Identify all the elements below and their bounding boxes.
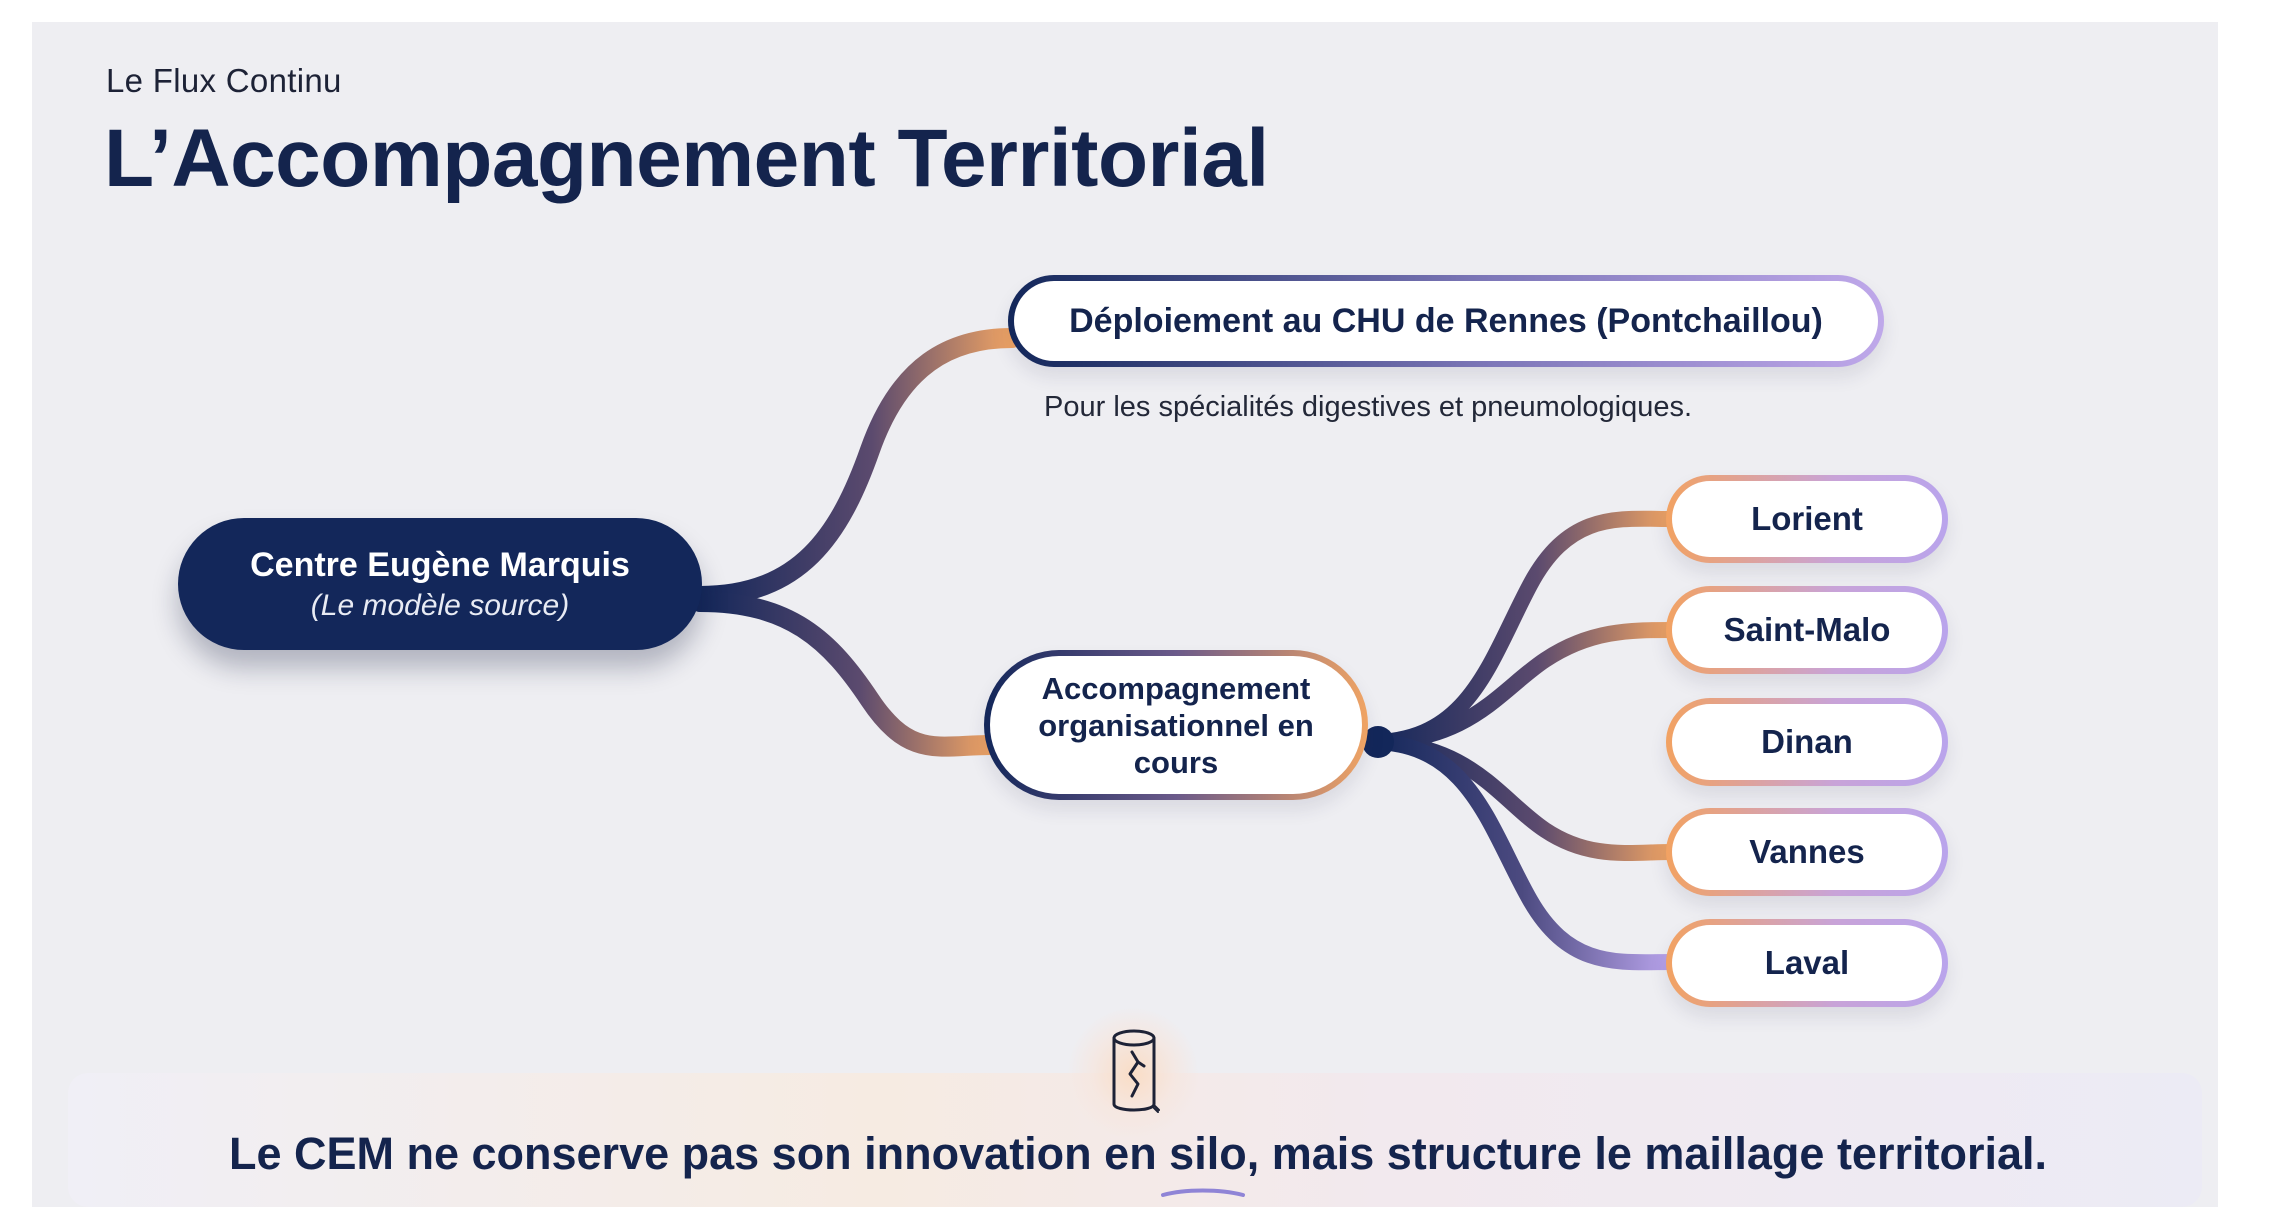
city-label: Dinan <box>1761 723 1853 760</box>
link-root-accompagnement <box>690 592 1000 757</box>
branch-node-chu-rennes: Déploiement au CHU de Rennes (Pontchaill… <box>1008 275 1884 367</box>
branch-chu-label: Déploiement au CHU de Rennes (Pontchaill… <box>1069 301 1823 340</box>
cracked-silo-icon <box>1112 1029 1160 1113</box>
branch-accompagnement-line3: cours <box>1133 744 1219 780</box>
city-node-vannes: Vannes <box>1666 808 1948 896</box>
city-label: Laval <box>1764 944 1850 981</box>
branch-chu-description: Pour les spécialités digestives et pneum… <box>1044 391 1693 423</box>
root-node-sublabel: (Le modèle source) <box>310 588 570 622</box>
city-node-dinan: Dinan <box>1666 698 1948 786</box>
root-node-centre-eugene-marquis: Centre Eugène Marquis (Le modèle source) <box>178 518 702 650</box>
eyebrow-label: Le Flux Continu <box>106 62 342 99</box>
branch-accompagnement-line2: organisationnel en <box>1038 707 1314 743</box>
branch-node-accompagnement: Accompagnement organisationnel en cours <box>984 650 1368 800</box>
city-node-saint-malo: Saint-Malo <box>1666 586 1948 674</box>
city-label: Lorient <box>1751 500 1863 537</box>
link-to-saint-malo <box>1364 622 1680 750</box>
hub-dot <box>1362 726 1394 758</box>
conclusion-text: Le CEM ne conserve pas son innovation en… <box>228 1128 2048 1179</box>
right-margin <box>2218 22 2276 1207</box>
branch-accompagnement-line1: Accompagnement <box>1041 670 1311 706</box>
city-label: Vannes <box>1749 833 1865 870</box>
city-label: Saint-Malo <box>1723 611 1891 648</box>
link-root-chu <box>690 328 1022 606</box>
link-to-vannes <box>1364 734 1680 861</box>
page-title: L’Accompagnement Territorial <box>104 113 1269 204</box>
silo-underline <box>1161 1188 1245 1197</box>
city-node-lorient: Lorient <box>1666 475 1948 563</box>
link-to-laval <box>1364 734 1680 971</box>
root-node-label: Centre Eugène Marquis <box>250 545 630 584</box>
city-node-laval: Laval <box>1666 919 1948 1007</box>
